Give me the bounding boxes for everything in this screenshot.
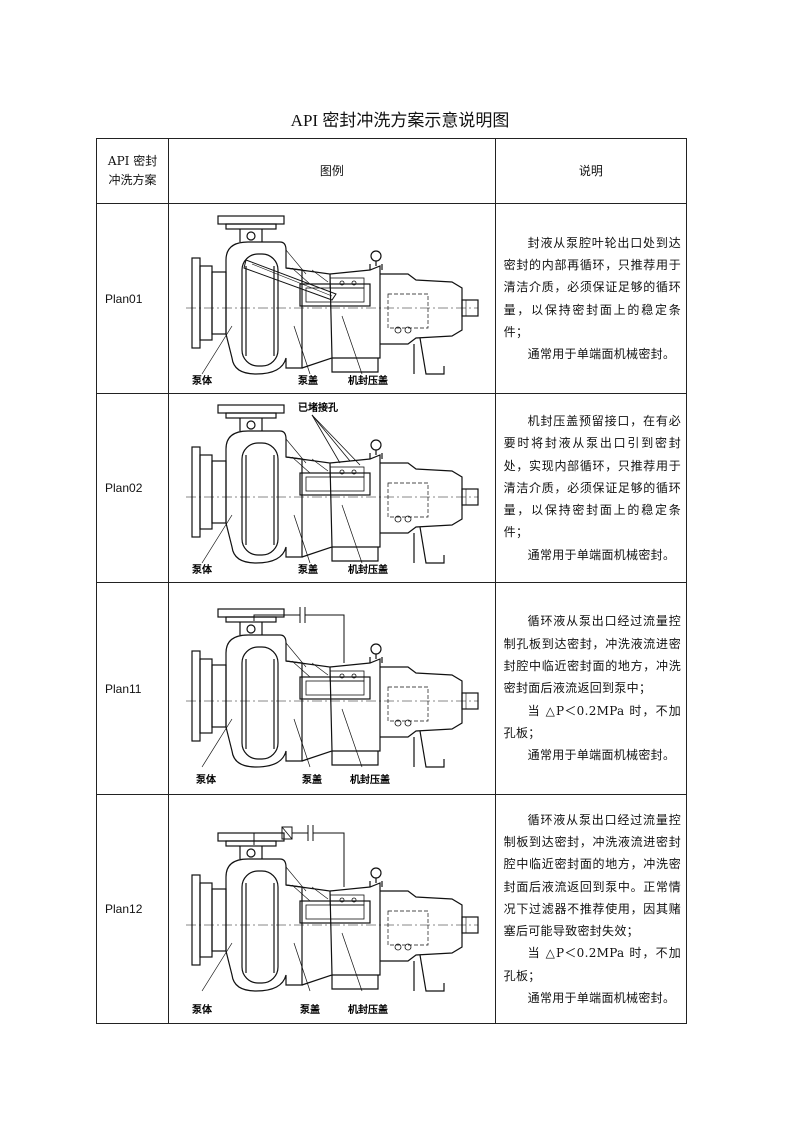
description-paragraph: 通常用于单端面机械密封。 bbox=[527, 991, 676, 1006]
label-pump-cover: 泵盖 bbox=[298, 374, 318, 387]
description-cell: 机封压盖预留接口，在有必要时将封液从泵出口引到密封处，实现内部循环，只推荐用于清… bbox=[494, 393, 688, 583]
label-pump-body: 泵体 bbox=[192, 563, 213, 576]
pump-drawing bbox=[185, 214, 479, 375]
pump-diagram: 泵体 泵盖 机封压盖 bbox=[185, 606, 479, 786]
label-pump-body: 泵体 bbox=[196, 773, 217, 786]
description-paragraph: 通常用于单端面机械密封。 bbox=[527, 547, 676, 562]
figure-cell: 泵体 泵盖 机封压盖 bbox=[168, 582, 496, 795]
table-row: Plan12 bbox=[95, 794, 688, 1024]
figure-cell: 泵体 泵盖 机封压盖 bbox=[168, 203, 496, 394]
label-pump-body: 泵体 bbox=[192, 1003, 213, 1016]
figure-cell: 已堵接孔 泵体 泵盖 机封压盖 bbox=[168, 393, 496, 583]
description-paragraph: 循环液从泵出口经过流量控制板到达密封，冲洗液流进密封腔中临近密封面的地方，冲洗密… bbox=[503, 812, 681, 939]
recirculation-passage bbox=[243, 258, 337, 301]
header-plan-line2: 冲洗方案 bbox=[108, 173, 157, 187]
pump-drawing bbox=[185, 832, 479, 992]
plan-name: Plan12 bbox=[95, 794, 170, 1024]
header-figure-cell: 图例 bbox=[168, 138, 496, 204]
description-paragraph: 循环液从泵出口经过流量控制孔板到达密封，冲洗液流进密封腔中临近密封面的地方，冲洗… bbox=[503, 614, 681, 696]
orifice-flush-line bbox=[253, 606, 345, 663]
header-desc-cell: 说明 bbox=[494, 138, 688, 204]
pump-drawing bbox=[185, 607, 479, 768]
description-paragraph: 通常用于单端面机械密封。 bbox=[527, 748, 676, 763]
description-paragraph: 封液从泵腔叶轮出口处到达密封的内部再循环，只推荐用于清洁介质，必须保证足够的循环… bbox=[503, 235, 681, 339]
header-plan-line1: API 密封 bbox=[107, 154, 158, 168]
plan-name: Plan11 bbox=[95, 582, 170, 795]
label-seal-gland: 机封压盖 bbox=[350, 773, 390, 786]
label-seal-gland: 机封压盖 bbox=[348, 1003, 388, 1016]
label-seal-gland: 机封压盖 bbox=[348, 374, 388, 387]
label-pump-cover: 泵盖 bbox=[298, 563, 318, 576]
page-title: API 密封冲洗方案示意说明图 bbox=[290, 111, 510, 130]
filter-orifice-flush-line bbox=[253, 825, 345, 887]
flush-plan-table: API 密封 冲洗方案 图例 说明 Plan01 bbox=[95, 138, 688, 1024]
figure-cell: 泵体 泵盖 机封压盖 bbox=[168, 794, 496, 1024]
plan-name: Plan02 bbox=[95, 393, 170, 583]
table-row: Plan01 bbox=[95, 203, 688, 394]
table-header-row: API 密封 冲洗方案 图例 说明 bbox=[95, 138, 688, 204]
pump-diagram: 泵体 泵盖 机封压盖 bbox=[185, 214, 479, 387]
description-cell: 循环液从泵出口经过流量控制板到达密封，冲洗液流进密封腔中临近密封面的地方，冲洗密… bbox=[494, 794, 688, 1024]
label-plugged-port: 已堵接孔 bbox=[298, 401, 338, 414]
plan-name: Plan01 bbox=[95, 203, 170, 394]
description-paragraph: 当 △P＜0.2MPa 时，不加孔板； bbox=[503, 703, 681, 740]
label-pump-cover: 泵盖 bbox=[300, 1003, 320, 1016]
table-row: Plan11 bbox=[95, 582, 688, 795]
pump-diagram: 泵体 泵盖 机封压盖 bbox=[185, 825, 479, 1016]
table-row: Plan02 bbox=[95, 393, 688, 583]
header-plan-cell: API 密封 冲洗方案 bbox=[95, 138, 170, 204]
description-paragraph: 机封压盖预留接口，在有必要时将封液从泵出口引到密封处，实现内部循环，只推荐用于清… bbox=[503, 413, 681, 540]
description-paragraph: 通常用于单端面机械密封。 bbox=[527, 347, 676, 362]
pump-drawing bbox=[185, 404, 479, 564]
label-seal-gland: 机封压盖 bbox=[348, 563, 388, 576]
description-cell: 循环液从泵出口经过流量控制孔板到达密封，冲洗液流进密封腔中临近密封面的地方，冲洗… bbox=[494, 582, 688, 795]
pump-diagram: 已堵接孔 泵体 泵盖 机封压盖 bbox=[185, 401, 479, 576]
description-paragraph: 当 △P＜0.2MPa 时，不加孔板； bbox=[503, 946, 681, 983]
description-cell: 封液从泵腔叶轮出口处到达密封的内部再循环，只推荐用于清洁介质，必须保证足够的循环… bbox=[494, 203, 688, 394]
label-pump-body: 泵体 bbox=[192, 374, 213, 387]
plugged-port-leaders bbox=[311, 414, 361, 466]
label-pump-cover: 泵盖 bbox=[302, 773, 322, 786]
